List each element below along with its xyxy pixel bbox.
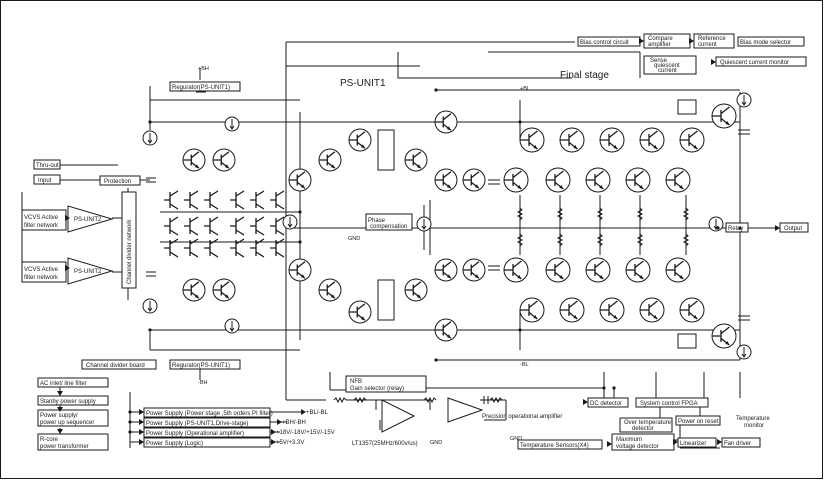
cascode-array (164, 190, 285, 258)
vcvs-top-line2: filter network (24, 223, 59, 229)
vcvs-bottom-line1: VCVS Active (24, 267, 59, 273)
plus-bl-top: +BL (520, 86, 530, 92)
regulator-bottom-label: Regurator(PS-UNIT1) (172, 363, 230, 369)
phase-comp-line1: Phase (368, 218, 386, 224)
junctions (128, 88, 742, 434)
nfb-line2: Gain selector (relay) (350, 386, 404, 392)
ps-logic-label: Power Supply (Logic) (146, 441, 203, 447)
vcvs-bottom-line2: filter network (24, 275, 59, 281)
channel-divider-board-label: Channel divider board (86, 363, 145, 369)
reference-current-line1: Reference (698, 36, 726, 42)
vcvs-top-line1: VCVS Active (24, 215, 59, 221)
drive-buffer-bottom (377, 279, 395, 321)
bias-control-label: Bias control circuit (580, 40, 629, 46)
rail-logic-label: +5V/+3.3V (276, 440, 304, 446)
sense-qc-line3: current (658, 68, 677, 74)
rcore-line1: R-core (40, 437, 59, 443)
sense-qc-line2: quiescent (654, 63, 680, 69)
compare-amp-line1: Compare (648, 36, 673, 42)
phase-comp-line2: compensation (370, 224, 407, 230)
lt1357-opamp (381, 399, 416, 433)
system-fpga-label: System control FPGA (640, 401, 698, 407)
ps-opamp-label: Power Supply (Operational amplifier) (146, 431, 244, 437)
over-temp-line1: Over temperature (624, 420, 672, 426)
regulator-top-rail: +BH (198, 66, 209, 72)
relay-label: Relay (728, 226, 743, 232)
max-voltage-line2: voltage detector (616, 444, 659, 450)
rcore-line2: power transformer (40, 444, 89, 450)
max-voltage-line1: Maximum (616, 437, 642, 443)
bjt-symbols (142, 92, 752, 360)
precision-opamp (447, 397, 484, 423)
compare-amp-line2: amplifier (648, 42, 671, 48)
opamps (67, 205, 484, 433)
temp-monitor-line2: monitor (744, 423, 764, 429)
standby-ps-label: Stanby power supply (40, 399, 96, 405)
thru-out-label: Thru-out (36, 163, 59, 169)
linearizer-label: Linearizer (680, 441, 706, 447)
capacitors (146, 129, 750, 404)
power-seq-line2: power up sequencer (40, 420, 94, 426)
dc-detector-label: DC detector (590, 401, 622, 407)
bias-mode-selector-label: Bias mode selector (740, 40, 791, 46)
drive-buffer-top (377, 129, 395, 171)
input-label: Input (38, 178, 52, 184)
regulator-top-label: Regurator(PS-UNIT1) (172, 85, 230, 91)
precision-opamp-label: Precision operational amplifier (482, 414, 562, 420)
bjt-internals (147, 95, 747, 358)
opamp-bottom (67, 257, 114, 285)
ps-power-stage-label: Power Supply (Power stage ,5th orders PI… (146, 411, 273, 417)
rail-bh-label: +BH/-BH (282, 420, 306, 426)
bias-relay-top (677, 99, 697, 115)
channel-divider-network-label: Channel divider network (127, 219, 133, 284)
ps-drive-stage-label: Power Supply (PS-UNIT1,Drive-stage) (146, 421, 248, 427)
sense-qc-line1: Sense (650, 58, 668, 64)
regulator-bottom-rail: -BH (198, 380, 208, 386)
lt1357-label: LT1357(25MHz/600v/us) (352, 441, 418, 447)
nfb-line1: NFB (350, 379, 362, 385)
gnd-lt1357: GND (430, 440, 442, 446)
resistor-array (333, 207, 690, 404)
minus-bl-bottom: -BL (520, 362, 529, 368)
reference-current-line2: current (698, 42, 717, 48)
ps-unit2-bottom-label: PS-UNIT2 (74, 269, 102, 275)
power-on-reset-label: Power on reset (678, 419, 719, 425)
final-stage-title: Final stage (560, 70, 609, 81)
ac-inlet-label: AC inlet/ line filter (40, 381, 87, 387)
output-label: Output (784, 226, 802, 232)
protection-label: Protection (104, 179, 131, 185)
temp-monitor-line1: Temperature (736, 416, 770, 422)
arrows (57, 38, 780, 447)
rail-op-label: +18V/-18V/+15V/-15V (276, 430, 335, 436)
temp-sensors-label: Temperature Sensors(X4) (520, 443, 589, 449)
bias-relay-bottom (677, 333, 697, 349)
ps-unit2-top-label: PS-UNIT2 (74, 217, 102, 223)
rail-bl-label: +BL/-BL (306, 410, 329, 416)
power-seq-line1: Power supply/ (40, 413, 78, 419)
quiescent-monitor-label: Quiescent current monitor (720, 60, 789, 66)
gnd-phase: GND (348, 236, 360, 242)
ps-unit1-title: PS-UNIT1 (340, 78, 386, 89)
over-temp-line2: detector (632, 426, 654, 432)
labels: PS-UNIT1 Final stage Thru-out Input Outp… (21, 33, 809, 451)
fan-driver-label: Fan driver (724, 441, 751, 447)
gnd-precision: GND (510, 436, 522, 442)
